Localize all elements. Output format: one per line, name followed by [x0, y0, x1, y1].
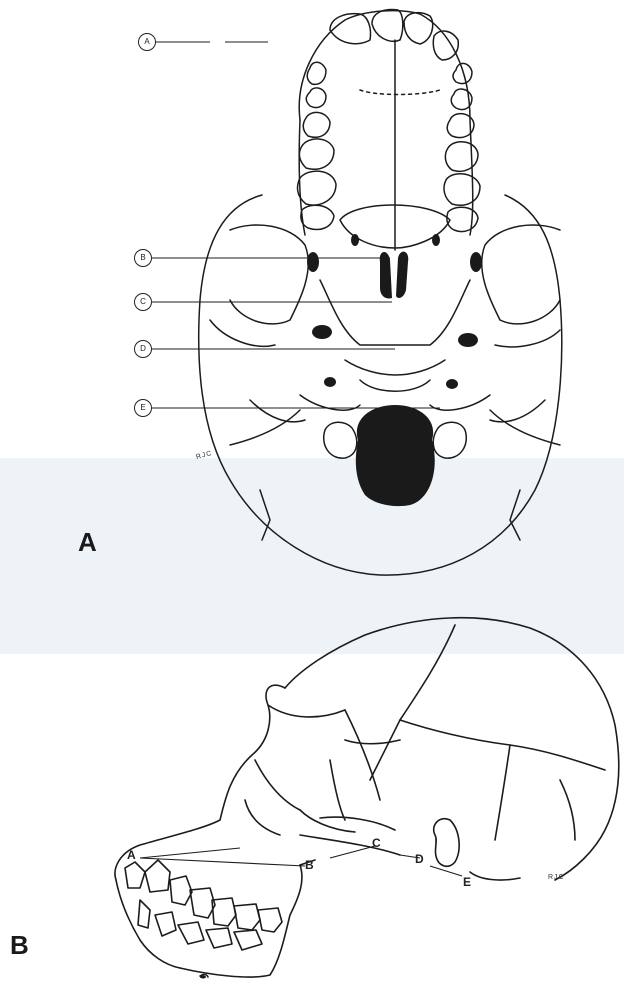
lateral-leader-a1: [140, 858, 305, 866]
lateral-label-e: E: [463, 875, 471, 889]
lateral-label-c: C: [372, 836, 381, 850]
artist-initials-b: RJC: [548, 874, 565, 881]
lateral-label-a: A: [127, 848, 136, 862]
lateral-leader-c: [330, 846, 375, 858]
panel-letter-b: B: [10, 930, 29, 961]
lateral-label-b: B: [305, 858, 314, 872]
lateral-leader-e: [430, 866, 462, 876]
lateral-label-d: D: [415, 852, 424, 866]
lateral-leader-a2: [140, 848, 240, 858]
mandible: [180, 865, 302, 977]
